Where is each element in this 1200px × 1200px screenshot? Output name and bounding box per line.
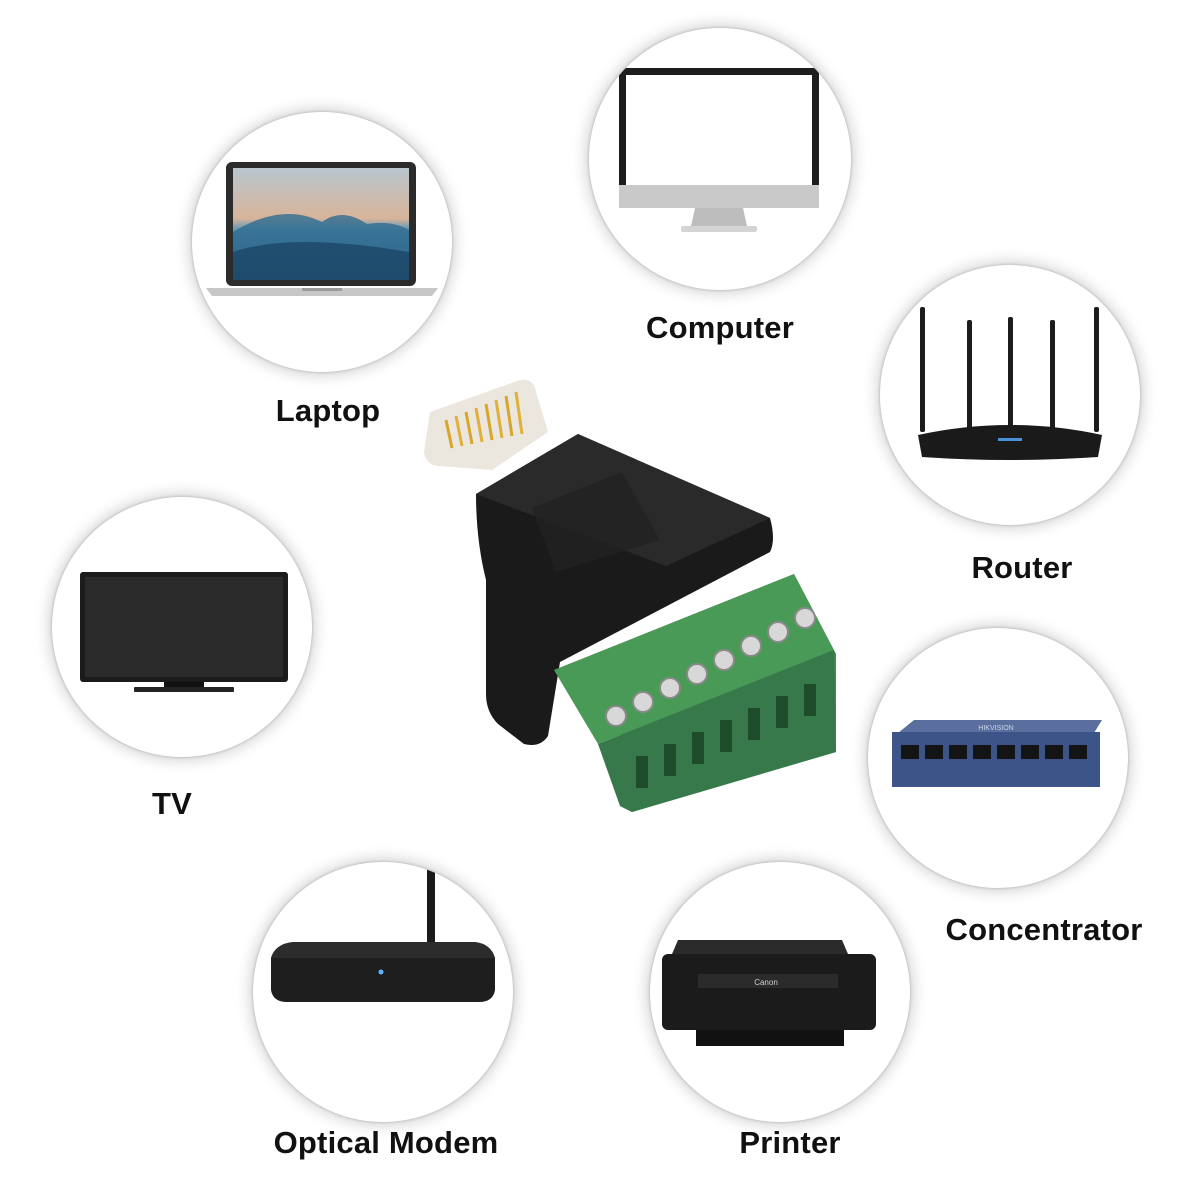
optical-modem-label: Optical Modem <box>273 1125 499 1160</box>
network-switch-icon: HIKVISION <box>892 720 1102 787</box>
rj45-plug <box>424 379 548 470</box>
printer-label: Printer <box>739 1125 841 1160</box>
tv-icon <box>80 572 288 692</box>
switch-brand-text: HIKVISION <box>978 725 1013 732</box>
router-icon <box>918 307 1102 460</box>
computer-label: Computer <box>646 310 794 345</box>
optical-modem-circle <box>253 862 513 1122</box>
tv-circle <box>52 497 312 757</box>
tv-label: TV <box>151 786 193 821</box>
laptop-circle <box>192 112 452 372</box>
optical-modem-icon <box>271 862 495 1002</box>
concentrator-label: Concentrator <box>945 912 1143 947</box>
laptop-label: Laptop <box>275 393 381 428</box>
router-label: Router <box>971 550 1073 585</box>
computer-circle <box>589 28 851 290</box>
printer-circle: Canon <box>650 862 910 1122</box>
router-circle <box>880 265 1140 525</box>
laptop-icon <box>206 162 438 296</box>
printer-icon: Canon <box>662 940 876 1046</box>
printer-brand-text: Canon <box>754 978 778 987</box>
computer-monitor-icon <box>619 68 819 232</box>
concentrator-circle: HIKVISION <box>868 628 1128 888</box>
